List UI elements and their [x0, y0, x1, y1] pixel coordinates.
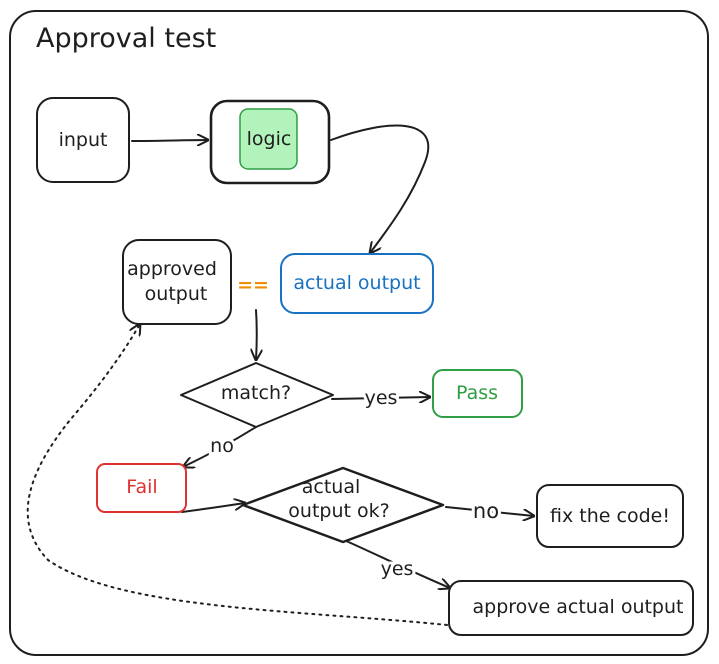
fix-the-code-label: fix the code!: [550, 505, 670, 527]
outer-frame: [9, 10, 709, 656]
logic-inner: [239, 108, 298, 170]
edge-fail-to-check: [181, 503, 245, 513]
actual-output-ok-decision: [241, 466, 445, 544]
fix-the-code-node: [536, 484, 684, 548]
actual-output-ok-label-line2: output ok?: [288, 500, 389, 522]
edge-check-to-fix-code: [445, 506, 534, 516]
actual-output-label: actual output: [293, 272, 420, 294]
approved-output-label-line2: output: [145, 283, 208, 305]
pass-node: [432, 369, 523, 418]
approve-actual-output-label: approve actual output: [473, 596, 684, 618]
match-label: match?: [221, 382, 291, 404]
pass-label: Pass: [456, 382, 498, 404]
fail-label: Fail: [126, 476, 157, 498]
edge-compare-to-match: [256, 309, 257, 360]
match-decision: [180, 362, 334, 428]
edge-check-to-approve: [343, 539, 450, 588]
edge-logic-to-actual-output: [330, 124, 430, 253]
logic-label: logic: [247, 128, 292, 150]
edge-input-to-logic: [131, 140, 208, 141]
input-label: input: [59, 129, 108, 151]
approve-actual-output-node: [448, 580, 694, 636]
equals-operator: ==: [237, 274, 269, 296]
actual-output-node: [280, 253, 434, 314]
edge-match-to-pass: [331, 397, 430, 399]
approved-output-label-line1: approved: [127, 258, 217, 280]
actual-output-ok-label-line1: actual: [302, 476, 361, 498]
edge-match-to-fail: [183, 426, 257, 467]
approved-output-node: [122, 239, 232, 325]
diagram-title: Approval test: [36, 23, 216, 54]
edge-label-check-no: no: [473, 499, 499, 523]
edge-approve-to-approved-output: [26, 324, 448, 626]
edge-label-match-yes: yes: [365, 387, 398, 409]
fail-node: [96, 463, 187, 513]
input-node: [36, 97, 130, 183]
edge-label-check-yes: yes: [381, 558, 414, 580]
edge-label-match-no: no: [210, 435, 234, 457]
